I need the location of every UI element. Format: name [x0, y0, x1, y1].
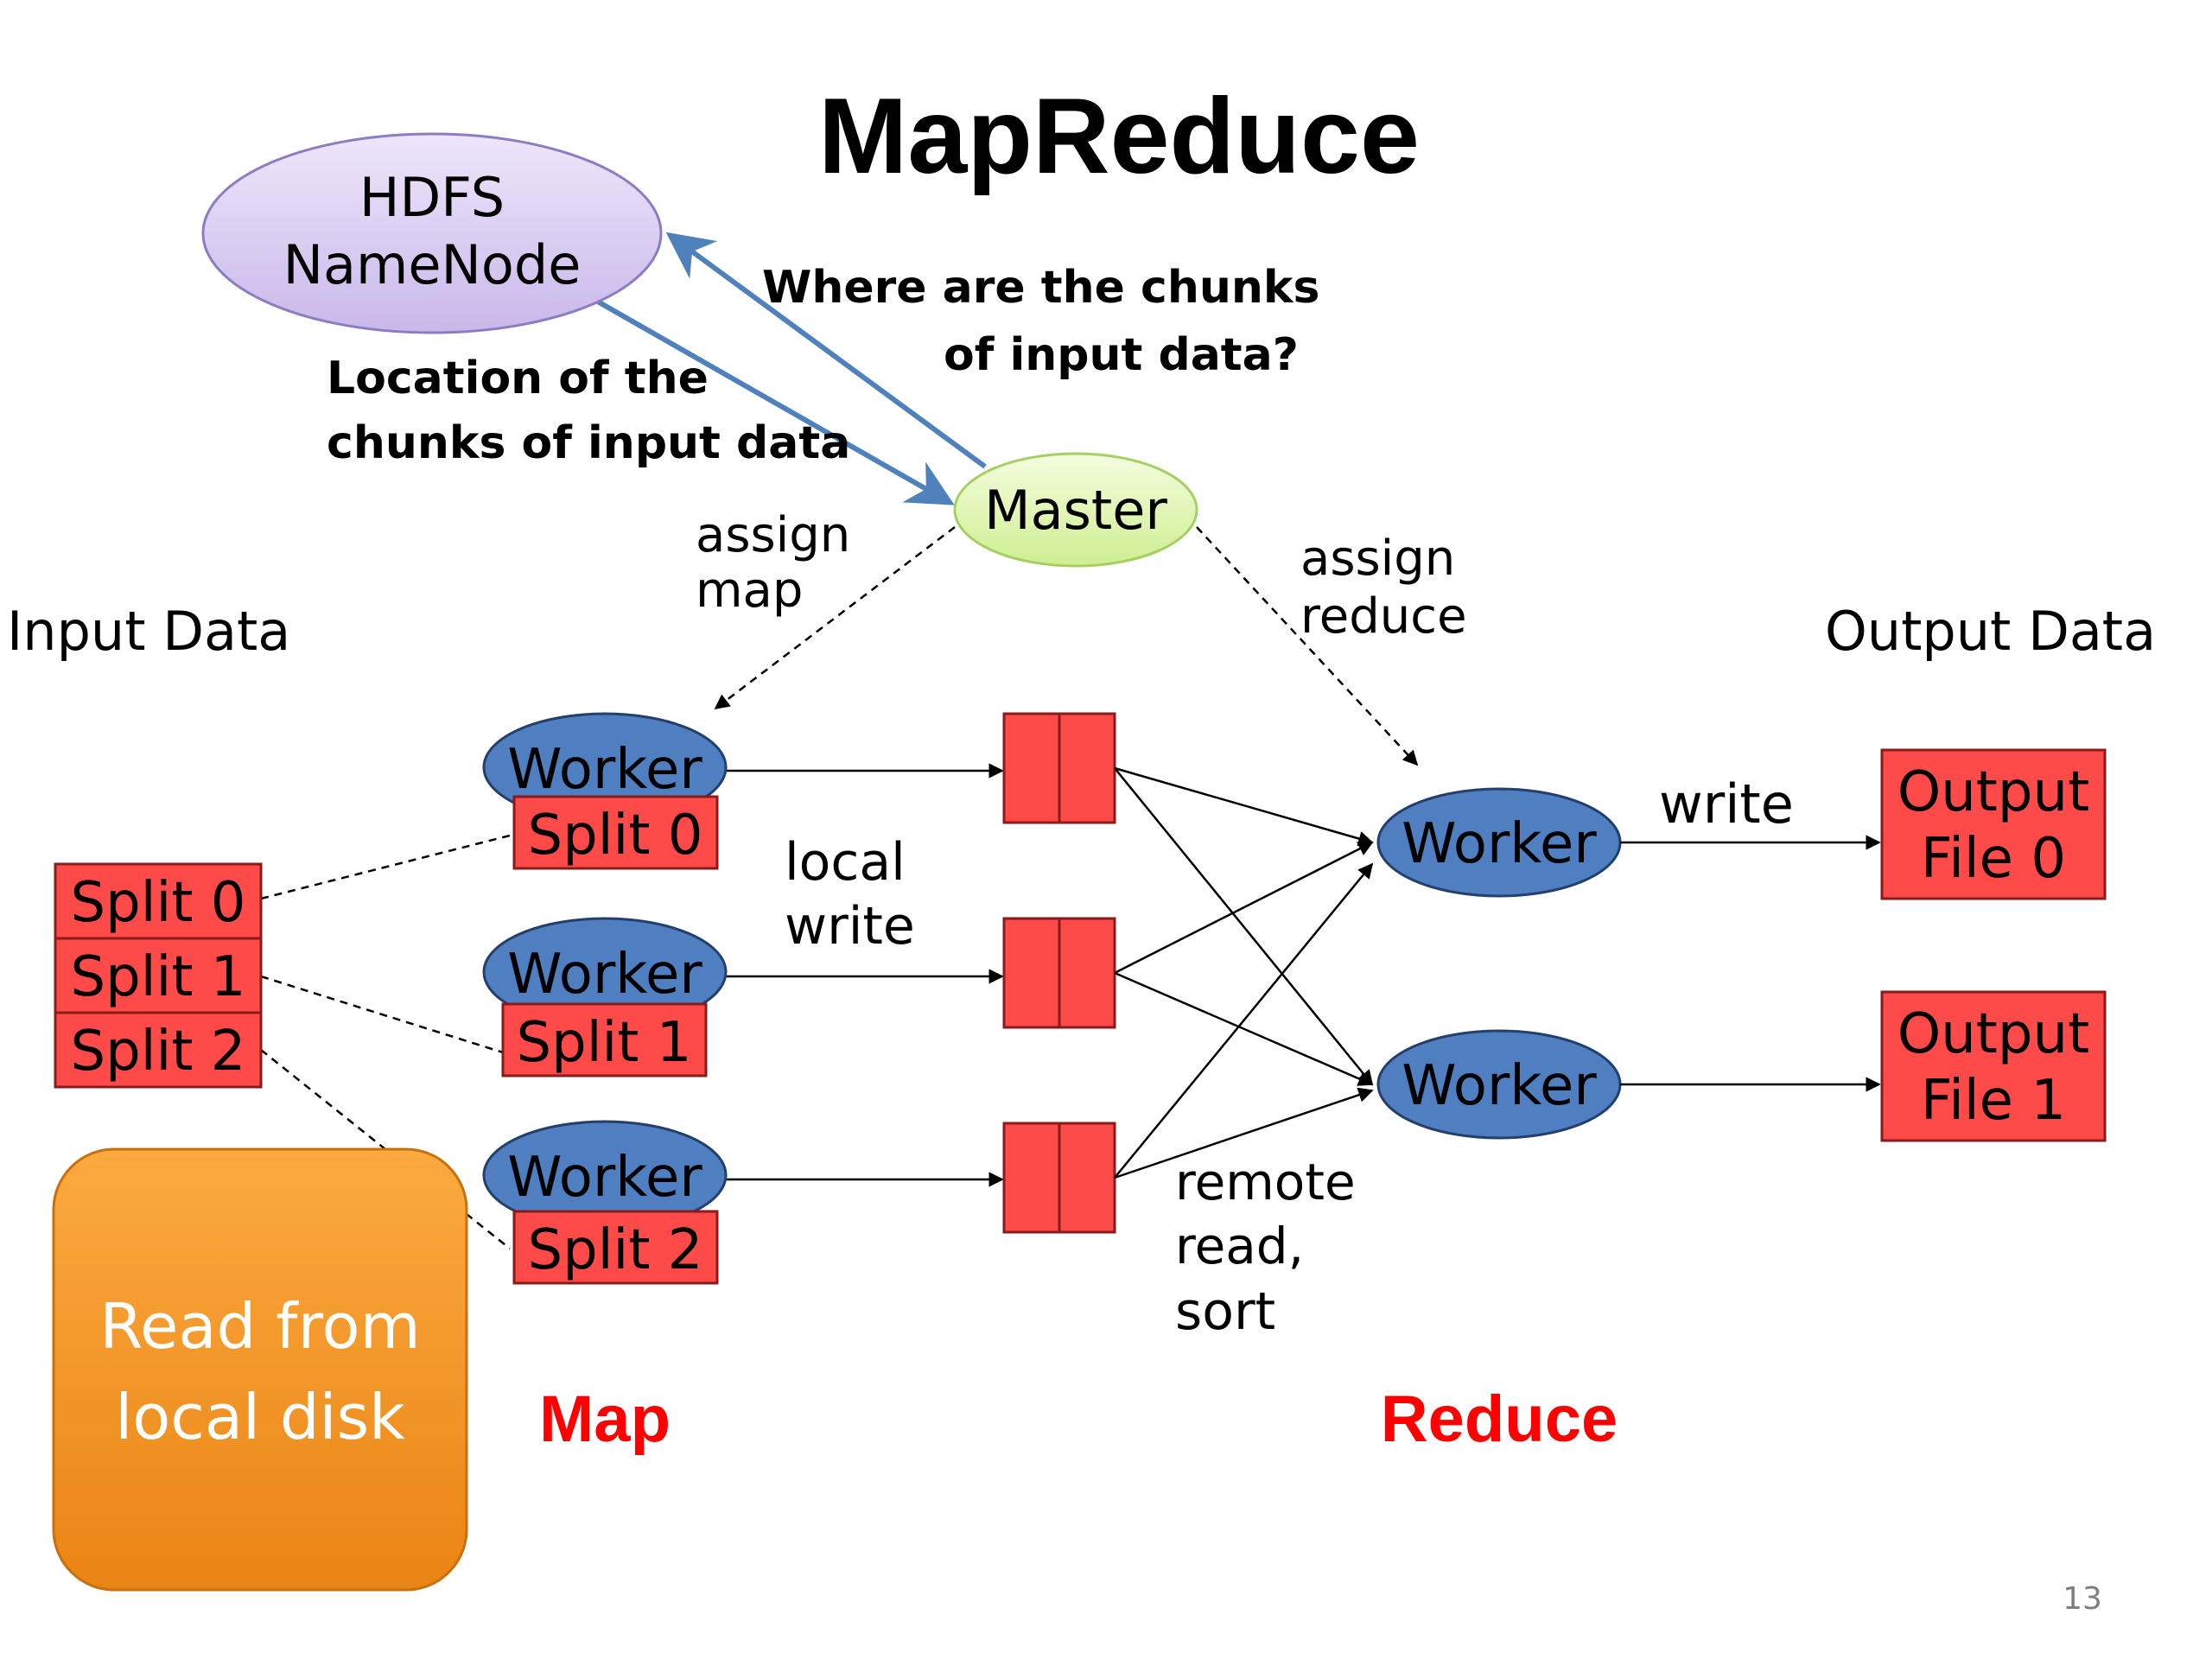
map-worker-label: Worker — [507, 1146, 702, 1210]
output-file-label-line2: File 1 — [1921, 1069, 2066, 1133]
map-worker-2: Worker Split 2 — [482, 1120, 728, 1285]
map-worker-0: Worker Split 0 — [482, 712, 728, 870]
location-answer-line1: Location of the — [327, 353, 709, 404]
map-split-box — [512, 795, 719, 870]
assign-map-label-line2: map — [696, 563, 803, 619]
local-write-label-line1: local — [785, 832, 906, 893]
location-answer-line2: chunks of input data — [327, 417, 850, 469]
assign-reduce-label-line1: assign — [1300, 531, 1455, 587]
remote-label-line1: remote — [1175, 1153, 1356, 1211]
query-arrow — [665, 232, 987, 469]
map-phase-label: Map — [539, 1382, 671, 1456]
map-split-box — [501, 1002, 708, 1077]
where-question-line1: Where are the chunks — [762, 262, 1319, 314]
input-split-label: Split 0 — [71, 871, 246, 935]
output-data-heading: Output Data — [1825, 600, 2156, 663]
split0-link — [260, 834, 511, 900]
input-data-heading: Input Data — [7, 600, 290, 663]
output-file-0: Output File 0 — [1880, 748, 2107, 900]
read-from-local-disk-callout: Read from local disk — [52, 1147, 468, 1592]
assign-reduce-line — [1196, 526, 1419, 766]
hdfs-label: HDFS — [359, 166, 505, 229]
map-worker-label: Worker — [507, 738, 702, 802]
local-write-label-line2: write — [785, 896, 915, 957]
input-split-box — [54, 937, 263, 1014]
output-file-label-line1: Output — [1897, 1002, 2089, 1066]
assign-map-label-line1: assign — [696, 507, 850, 563]
map-split-box — [512, 1210, 719, 1285]
reduce-worker-0: Worker — [1376, 787, 1622, 898]
map-split-label: Split 2 — [528, 1218, 703, 1282]
output-file-label-line1: Output — [1897, 760, 2089, 824]
map-split-label: Split 1 — [517, 1011, 692, 1075]
intermediate-file-0 — [1002, 712, 1116, 824]
remote-label-line2: read, — [1175, 1217, 1304, 1275]
reduce-worker-1: Worker — [1376, 1029, 1622, 1140]
response-arrow — [594, 298, 955, 505]
write-label: write — [1659, 772, 1794, 836]
output-file-1: Output File 1 — [1880, 990, 2107, 1142]
page-number: 13 — [2063, 1581, 2102, 1617]
map-worker-label: Worker — [507, 943, 702, 1007]
map-split-label: Split 0 — [528, 804, 703, 868]
input-split-box — [54, 1011, 263, 1089]
remote-label-line3: sort — [1175, 1281, 1275, 1342]
assign-reduce-label-line2: reduce — [1300, 588, 1467, 645]
intermediate-file-1 — [1002, 917, 1116, 1029]
intermediate-file-2 — [1002, 1122, 1116, 1234]
assign-map-line — [714, 526, 956, 710]
where-question-line2: of input data? — [944, 329, 1299, 381]
split1-link — [260, 975, 504, 1054]
page-title: MapReduce — [818, 77, 1420, 196]
hdfs-namenode: HDFS NameNode — [201, 132, 663, 334]
input-splits: Split 0 Split 1 Split 2 — [54, 862, 263, 1089]
input-split-label: Split 2 — [71, 1020, 246, 1084]
reduce-phase-label: Reduce — [1381, 1382, 1618, 1456]
master-label: Master — [984, 479, 1167, 542]
shuffle-lines — [1114, 766, 1374, 1179]
input-split-label: Split 1 — [71, 945, 246, 1009]
reduce-worker-label: Worker — [1402, 1054, 1597, 1118]
map-worker-1: Worker Split 1 — [482, 917, 728, 1077]
namenode-label: NameNode — [283, 233, 582, 296]
callout-line2: local disk — [115, 1381, 405, 1453]
callout-line1: Read from — [99, 1290, 420, 1363]
master-node: Master — [953, 452, 1198, 568]
output-file-label-line2: File 0 — [1921, 827, 2066, 891]
reduce-worker-label: Worker — [1402, 812, 1597, 876]
